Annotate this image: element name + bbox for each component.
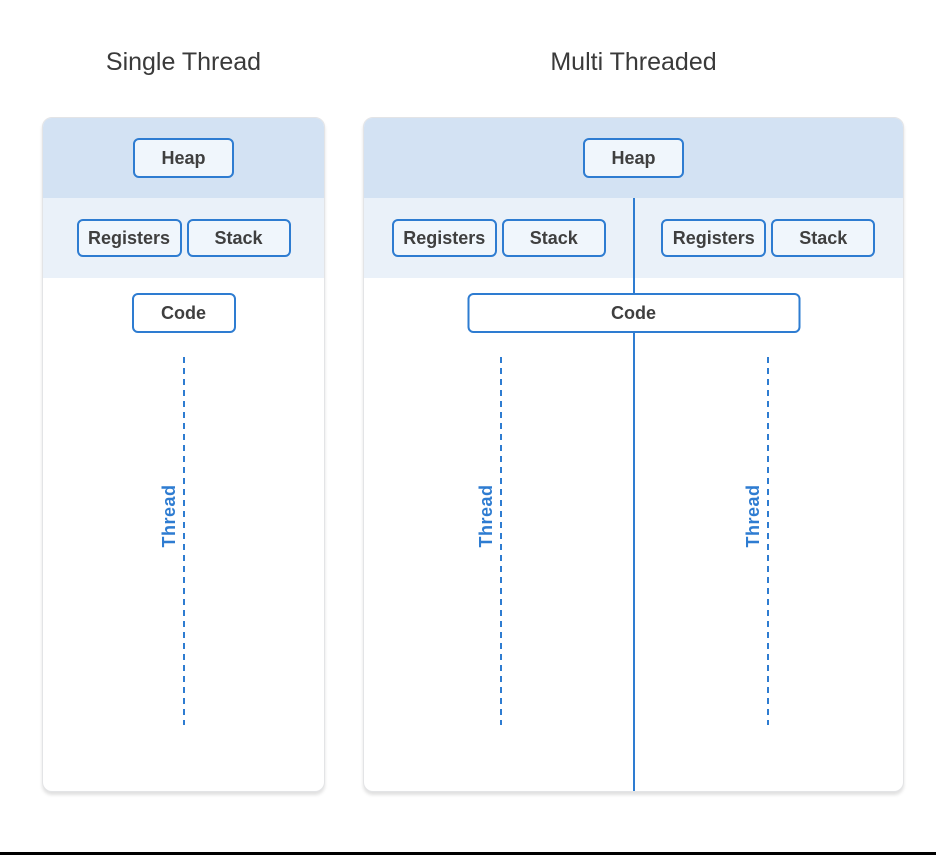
heap-band: Heap xyxy=(43,118,324,198)
thread-label: Thread xyxy=(158,484,179,548)
registers-stack-group-2: Registers Stack xyxy=(661,219,876,257)
single-thread-title: Single Thread xyxy=(105,48,262,76)
thread-dashed-line xyxy=(767,357,769,725)
registers-box: Registers xyxy=(661,219,767,257)
thread-label: Thread xyxy=(743,484,763,548)
code-box: Code xyxy=(467,293,800,333)
stack-box: Stack xyxy=(501,219,606,257)
single-thread-panel: Heap Registers Stack Code Thread xyxy=(42,117,325,792)
registers-box: Registers xyxy=(391,219,497,257)
multi-threaded-panel: Heap Registers Stack Registers Stack Cod… xyxy=(363,117,904,792)
thread-lifeline-2: Thread xyxy=(743,357,769,725)
multi-threaded-title: Multi Threaded xyxy=(550,48,717,76)
stack-box: Stack xyxy=(186,219,291,257)
process-divider-line xyxy=(632,198,635,791)
heap-box: Heap xyxy=(133,138,234,178)
heap-box: Heap xyxy=(583,138,684,178)
thread-lifeline-1: Thread xyxy=(476,357,502,725)
registers-box: Registers xyxy=(76,219,182,257)
registers-stack-group: Registers Stack xyxy=(76,219,291,257)
code-box: Code xyxy=(131,293,236,333)
stack-box: Stack xyxy=(771,219,876,257)
registers-stack-band: Registers Stack xyxy=(43,198,324,278)
thread-label: Thread xyxy=(476,484,496,548)
bottom-rule xyxy=(0,852,936,855)
heap-band: Heap xyxy=(364,118,903,198)
thread-lifeline: Thread xyxy=(159,357,185,725)
thread-dashed-line xyxy=(500,357,502,725)
thread-dashed-line xyxy=(182,357,185,725)
registers-stack-group-1: Registers Stack xyxy=(391,219,606,257)
